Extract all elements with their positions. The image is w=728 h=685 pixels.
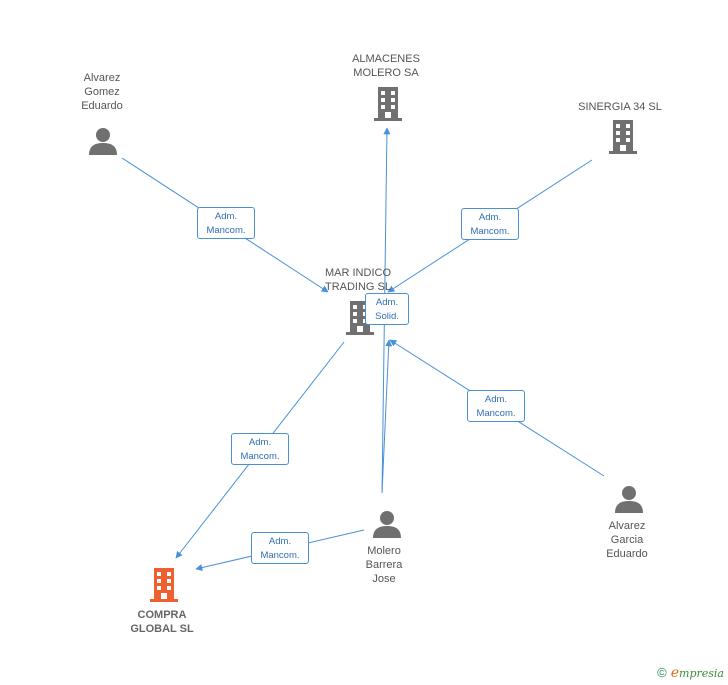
person-icon[interactable] bbox=[372, 509, 402, 539]
edge-label-alvarez-gomez[interactable]: Adm. Mancom. bbox=[197, 207, 255, 239]
person-icon[interactable] bbox=[614, 484, 644, 514]
brand-logo-text: mpresia bbox=[679, 667, 724, 680]
brand-footer: ©empresia bbox=[657, 665, 724, 681]
company-label-sinergia: SINERGIA 34 SL bbox=[578, 101, 662, 113]
company-label-almacenes: ALMACENES MOLERO SA bbox=[352, 53, 420, 79]
company-label-mar-indico: MAR INDICO TRADING SL bbox=[324, 267, 391, 293]
person-icon[interactable] bbox=[88, 126, 118, 156]
person-label-alvarez-gomez: Alvarez Gomez Eduardo bbox=[81, 72, 123, 112]
edge-label-molero-almacenes[interactable]: Adm. Solid. bbox=[365, 293, 409, 325]
company-label-compra: COMPRA GLOBAL SL bbox=[130, 609, 194, 635]
copyright-symbol: © bbox=[657, 665, 667, 680]
edge-label-alvarez-garcia[interactable]: Adm. Mancom. bbox=[467, 390, 525, 422]
edge-label-mar-indico-compra[interactable]: Adm. Mancom. bbox=[231, 433, 289, 465]
brand-logo-e: e bbox=[670, 665, 680, 681]
person-label-alvarez-garcia: Alvarez Garcia Eduardo bbox=[606, 520, 648, 560]
building-icon[interactable] bbox=[372, 86, 404, 122]
edge-label-sinergia[interactable]: Adm. Mancom. bbox=[461, 208, 519, 240]
person-label-molero: Molero Barrera Jose bbox=[365, 545, 403, 585]
building-icon-highlighted[interactable] bbox=[148, 567, 180, 603]
link-molero-mar-indico bbox=[381, 339, 393, 494]
building-icon[interactable] bbox=[607, 119, 639, 155]
edge-label-molero-compra[interactable]: Adm. Mancom. bbox=[251, 532, 309, 564]
